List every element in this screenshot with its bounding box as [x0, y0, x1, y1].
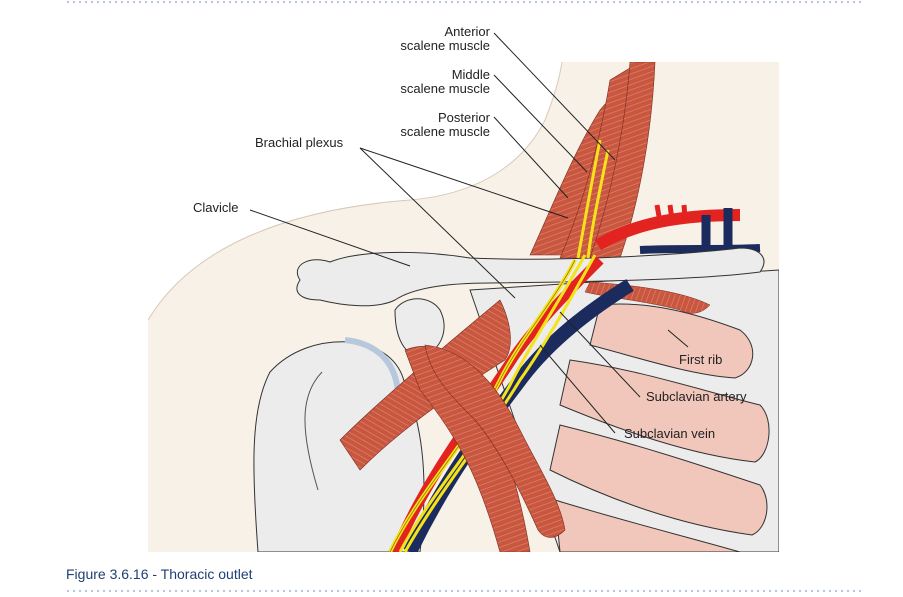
subclavian-artery-arch: [594, 209, 741, 251]
coracoid-process: [394, 298, 445, 357]
scapula: [253, 341, 425, 552]
ribs: [549, 303, 770, 552]
anatomy-labels: Anterior scalene muscle Middle scalene m…: [193, 24, 747, 441]
leader-lines: [249, 32, 689, 434]
label-subclavian-vein: Subclavian vein: [624, 426, 715, 441]
label-posterior-line1: Posterior: [438, 110, 491, 125]
label-middle-line1: Middle: [452, 67, 490, 82]
biceps-short-head: [424, 344, 566, 538]
figure-caption: Figure 3.6.16 - Thoracic outlet: [66, 566, 253, 582]
label-brachial-plexus: Brachial plexus: [255, 135, 344, 150]
label-subclavian-artery: Subclavian artery: [646, 389, 747, 404]
top-dotted-rule: [65, 0, 865, 4]
clavicle: [296, 247, 765, 307]
thoracic-outlet-illustration: Anterior scalene muscle Middle scalene m…: [148, 24, 779, 552]
artery-branches: [654, 204, 688, 223]
label-clavicle: Clavicle: [193, 200, 239, 215]
label-first-rib: First rib: [679, 352, 722, 367]
label-posterior-line2: scalene muscle: [400, 124, 490, 139]
label-anterior-line1: Anterior: [444, 24, 490, 39]
bottom-dotted-rule: [65, 589, 865, 593]
label-anterior-line2: scalene muscle: [400, 38, 490, 53]
anterior-scalene: [589, 62, 656, 259]
label-middle-line2: scalene muscle: [400, 81, 490, 96]
